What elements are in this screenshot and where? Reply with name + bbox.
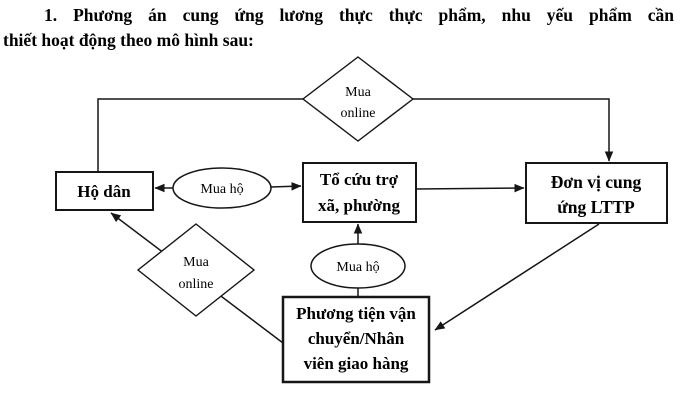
edge-donvi-to-phuongtien [434, 223, 600, 331]
condition-mua-online-left-line2: online [179, 277, 214, 292]
connector-mua-ho-upper-label: Mua hộ [200, 182, 243, 197]
node-to-cuu-tro [302, 162, 417, 223]
condition-mua-online-top-line2: online [341, 106, 376, 121]
node-to-cuu-tro-line2: xã, phường [318, 196, 400, 215]
node-don-vi-cung-ung-line1: Đơn vị cung [551, 172, 642, 192]
node-phuong-tien-line1: Phương tiện vận [296, 304, 416, 323]
condition-mua-online-top-line1: Mua [345, 85, 371, 100]
connector-mua-ho-lower [310, 243, 406, 289]
node-don-vi-cung-ung-line2: ứng LTTP [557, 197, 635, 217]
heading: 1. Phương án cung ứng lương thực thực ph… [0, 3, 680, 53]
connector-mua-ho-lower-label: Mua hộ [336, 260, 379, 275]
edge-tocuutro-to-donvi [415, 183, 525, 193]
condition-mua-online-left-line1: Mua [183, 255, 209, 270]
condition-mua-online-top [301, 56, 415, 142]
connector-mua-ho-upper [172, 167, 272, 209]
node-ho-dan [55, 171, 154, 211]
node-phuong-tien-line3: viên giao hàng [304, 354, 409, 373]
node-phuong-tien-line2: chuyển/Nhân [308, 329, 405, 348]
heading-line1: 1. Phương án cung ứng lương thực thực ph… [44, 5, 674, 25]
node-don-vi-cung-ung [525, 162, 668, 224]
heading-line2: thiết hoạt động theo mô hình sau: [3, 30, 254, 50]
edge-muaho-to-tocuutro [270, 182, 302, 191]
node-to-cuu-tro-line1: Tổ cứu trợ [320, 170, 399, 189]
edge-muaonline-to-hodan [97, 98, 303, 171]
node-ho-dan-label: Hộ dân [77, 182, 131, 201]
condition-mua-online-left [136, 223, 256, 317]
edge-muaonline-to-donvi [413, 98, 614, 162]
node-phuong-tien [281, 295, 431, 384]
